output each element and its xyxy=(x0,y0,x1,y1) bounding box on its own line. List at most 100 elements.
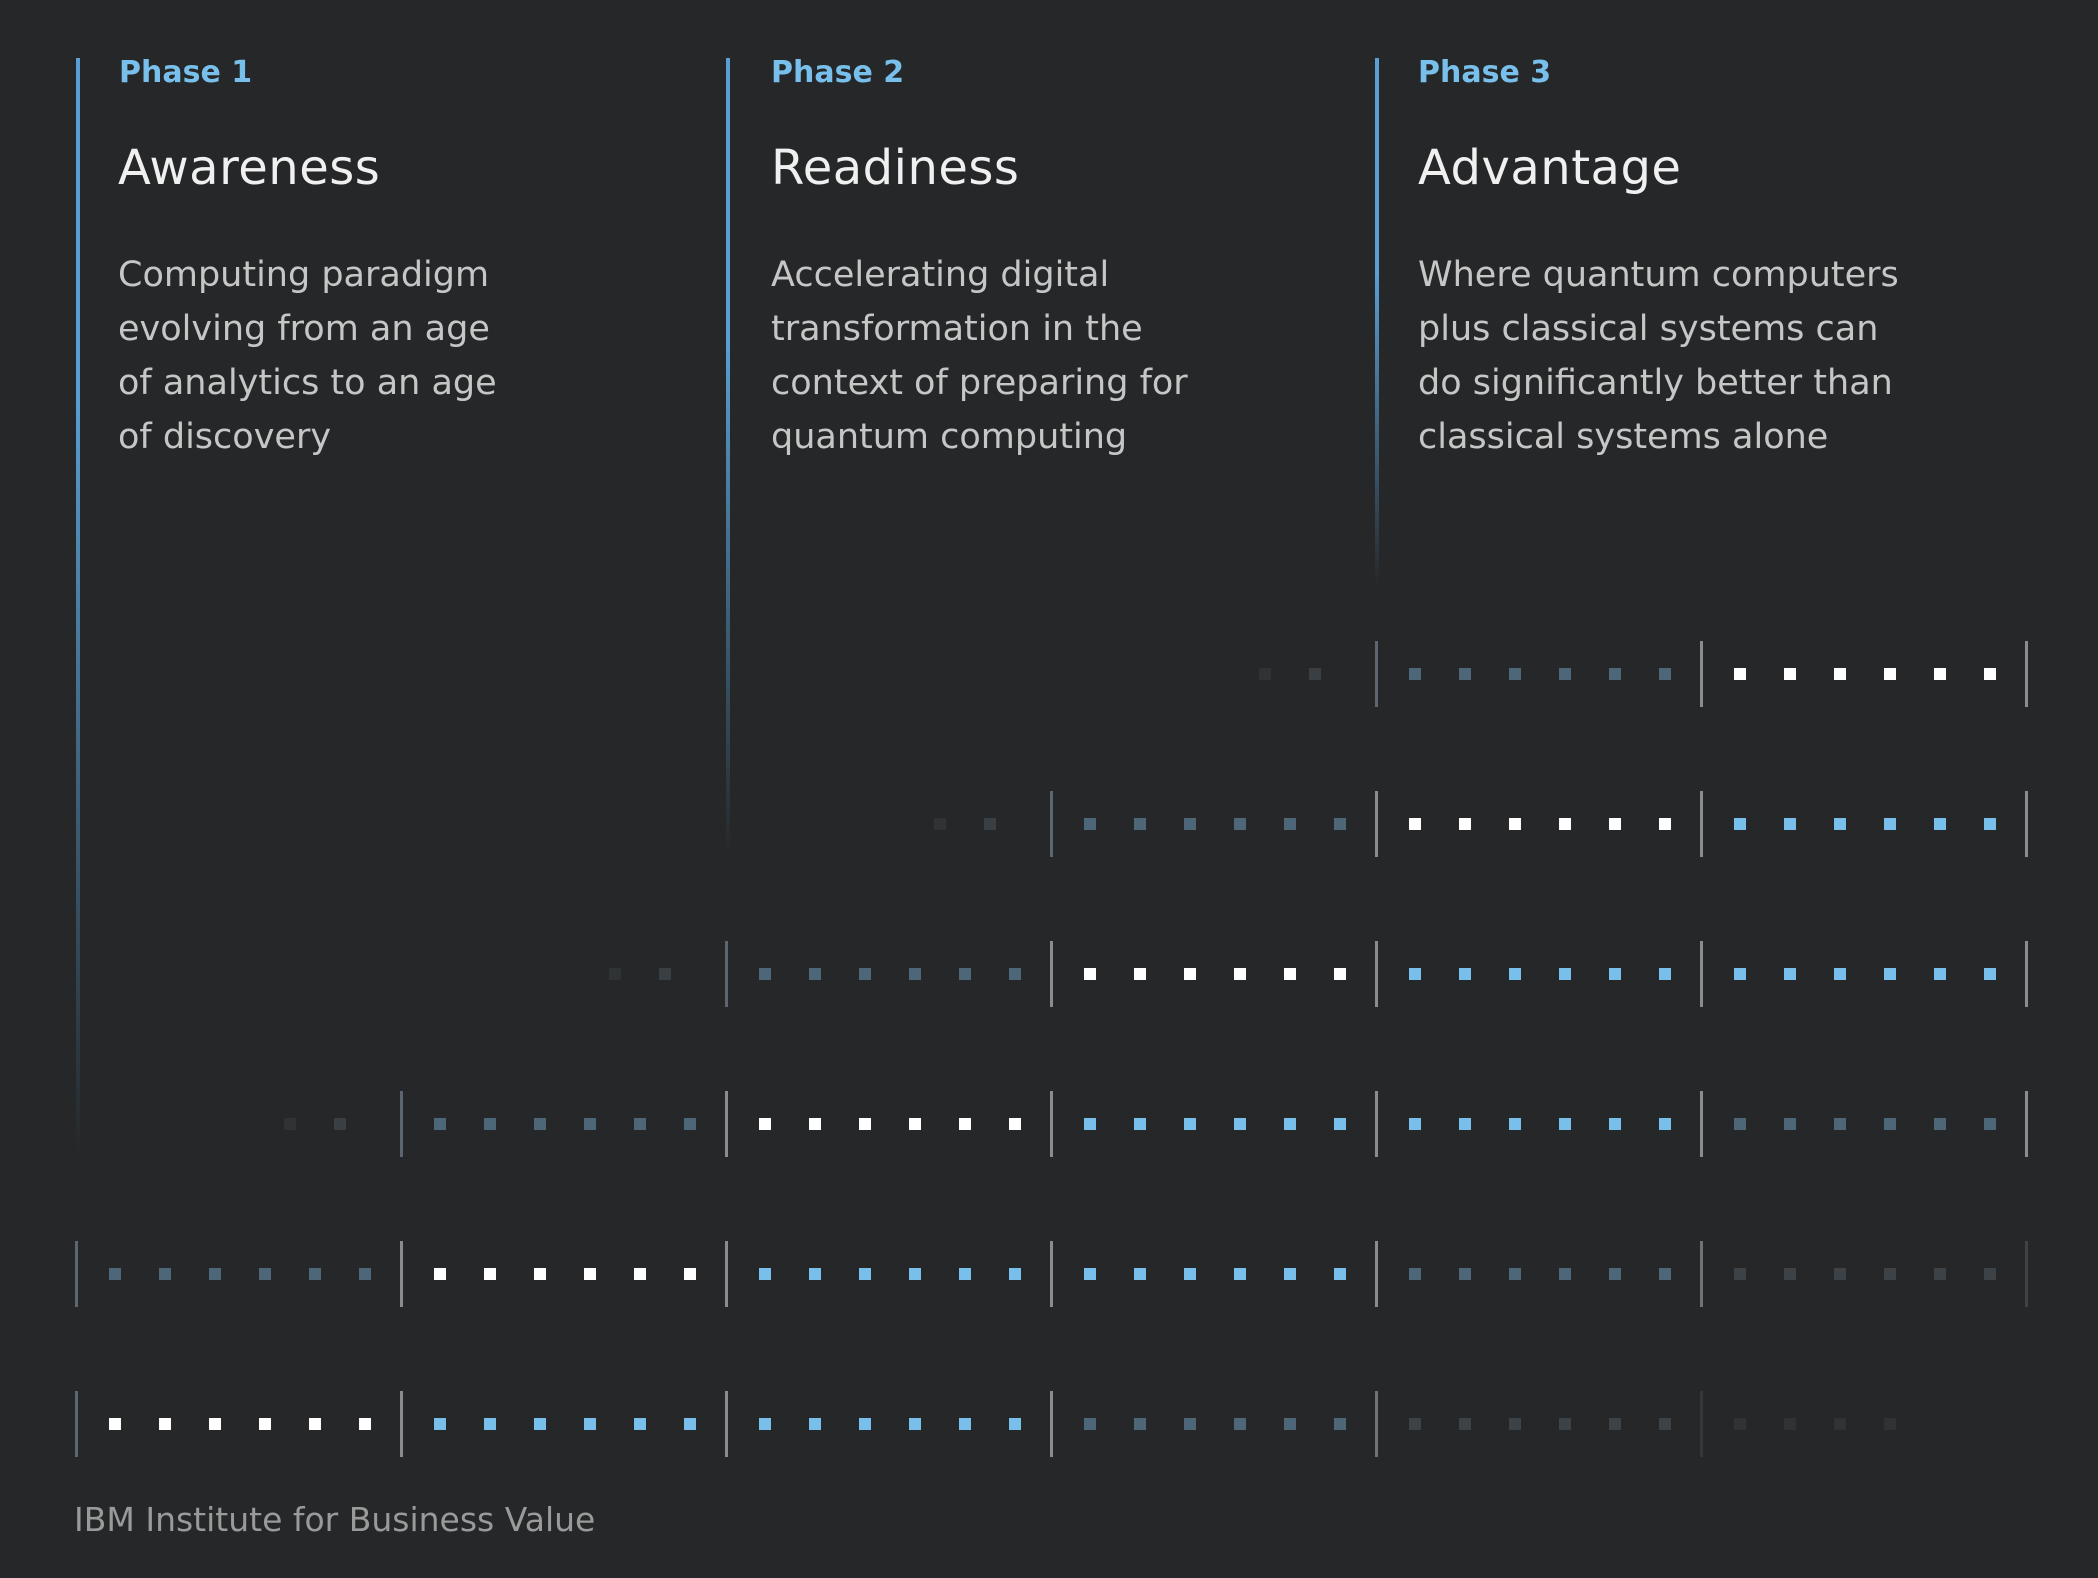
faint-dot xyxy=(1884,1418,1896,1430)
phase-2-label: Phase 2 xyxy=(771,55,905,90)
phase-1-desc-line: evolving from an age xyxy=(118,309,490,349)
steel-dot xyxy=(1134,818,1146,830)
steel-dot xyxy=(259,1268,271,1280)
phase-2-description: Accelerating digital transformation in t… xyxy=(771,248,1331,464)
segment-tick xyxy=(1375,791,1378,857)
grey-dot xyxy=(1734,1268,1746,1280)
steel-dot xyxy=(109,1268,121,1280)
steel-dot xyxy=(1609,668,1621,680)
segment-tick xyxy=(1375,641,1378,707)
white-dot xyxy=(259,1418,271,1430)
steel-dot xyxy=(434,1118,446,1130)
faint-dot xyxy=(1734,1418,1746,1430)
blue-dot xyxy=(809,1418,821,1430)
phase-1-description: Computing paradigm evolving from an age … xyxy=(118,248,678,464)
footer-credit: IBM Institute for Business Value xyxy=(74,1500,596,1539)
phase-3-description: Where quantum computers plus classical s… xyxy=(1418,248,2058,464)
steel-dot xyxy=(909,968,921,980)
phase-3-desc-line: do significantly better than xyxy=(1418,363,1893,403)
phase-3-desc-line: classical systems alone xyxy=(1418,417,1829,457)
blue-dot xyxy=(684,1418,696,1430)
white-dot xyxy=(109,1418,121,1430)
steel-dot xyxy=(1009,968,1021,980)
phase-3-line xyxy=(1375,58,1379,588)
steel-dot xyxy=(1509,1268,1521,1280)
fade-dot xyxy=(934,818,946,830)
steel-dot xyxy=(1334,1418,1346,1430)
phase-3-title: Advantage xyxy=(1418,140,1682,196)
phase-2-title: Readiness xyxy=(771,140,1020,196)
blue-dot xyxy=(1834,968,1846,980)
phase-2-desc-line: quantum computing xyxy=(771,417,1128,457)
blue-dot xyxy=(1834,818,1846,830)
steel-dot xyxy=(584,1118,596,1130)
white-dot xyxy=(859,1118,871,1130)
blue-dot xyxy=(1884,818,1896,830)
steel-dot xyxy=(359,1268,371,1280)
blue-dot xyxy=(759,1268,771,1280)
segment-tick xyxy=(2025,791,2028,857)
blue-dot xyxy=(1084,1268,1096,1280)
phase-2-desc-line: context of preparing for xyxy=(771,363,1188,403)
blue-dot xyxy=(1009,1268,1021,1280)
blue-dot xyxy=(1284,1268,1296,1280)
grey-dot xyxy=(1659,1418,1671,1430)
blue-dot xyxy=(1409,968,1421,980)
blue-dot xyxy=(534,1418,546,1430)
white-dot xyxy=(1134,968,1146,980)
steel-dot xyxy=(1459,668,1471,680)
blue-dot xyxy=(1984,818,1996,830)
blue-dot xyxy=(1884,968,1896,980)
blue-dot xyxy=(1984,968,1996,980)
fade-dot xyxy=(984,818,996,830)
phase-3-desc-line: plus classical systems can xyxy=(1418,309,1879,349)
white-dot xyxy=(534,1268,546,1280)
steel-dot xyxy=(1134,1418,1146,1430)
white-dot xyxy=(1184,968,1196,980)
segment-tick xyxy=(1050,1391,1053,1457)
steel-dot xyxy=(859,968,871,980)
steel-dot xyxy=(1509,668,1521,680)
steel-dot xyxy=(1884,1118,1896,1130)
steel-dot xyxy=(684,1118,696,1130)
fade-dot xyxy=(609,968,621,980)
grey-dot xyxy=(1934,1268,1946,1280)
blue-dot xyxy=(1009,1418,1021,1430)
blue-dot xyxy=(1284,1118,1296,1130)
blue-dot xyxy=(1234,1268,1246,1280)
fade-dot xyxy=(284,1118,296,1130)
white-dot xyxy=(209,1418,221,1430)
blue-dot xyxy=(434,1418,446,1430)
segment-tick xyxy=(1700,1391,1703,1457)
blue-dot xyxy=(859,1418,871,1430)
grey-dot xyxy=(1984,1268,1996,1280)
steel-dot xyxy=(534,1118,546,1130)
segment-tick xyxy=(400,1241,403,1307)
steel-dot xyxy=(209,1268,221,1280)
steel-dot xyxy=(1609,1268,1621,1280)
segment-tick xyxy=(2025,1091,2028,1157)
segment-tick xyxy=(1050,791,1053,857)
white-dot xyxy=(909,1118,921,1130)
blue-dot xyxy=(1659,1118,1671,1130)
segment-tick xyxy=(1700,1091,1703,1157)
steel-dot xyxy=(1934,1118,1946,1130)
white-dot xyxy=(809,1118,821,1130)
blue-dot xyxy=(1084,1118,1096,1130)
segment-tick xyxy=(725,941,728,1007)
segment-tick xyxy=(1700,941,1703,1007)
segment-tick xyxy=(400,1091,403,1157)
steel-dot xyxy=(1834,1118,1846,1130)
blue-dot xyxy=(959,1268,971,1280)
blue-dot xyxy=(1784,968,1796,980)
white-dot xyxy=(1559,818,1571,830)
grey-dot xyxy=(1884,1268,1896,1280)
blue-dot xyxy=(1934,818,1946,830)
blue-dot xyxy=(1334,1118,1346,1130)
white-dot xyxy=(1834,668,1846,680)
white-dot xyxy=(1334,968,1346,980)
phase-1-title: Awareness xyxy=(118,140,381,196)
steel-dot xyxy=(1334,818,1346,830)
white-dot xyxy=(484,1268,496,1280)
